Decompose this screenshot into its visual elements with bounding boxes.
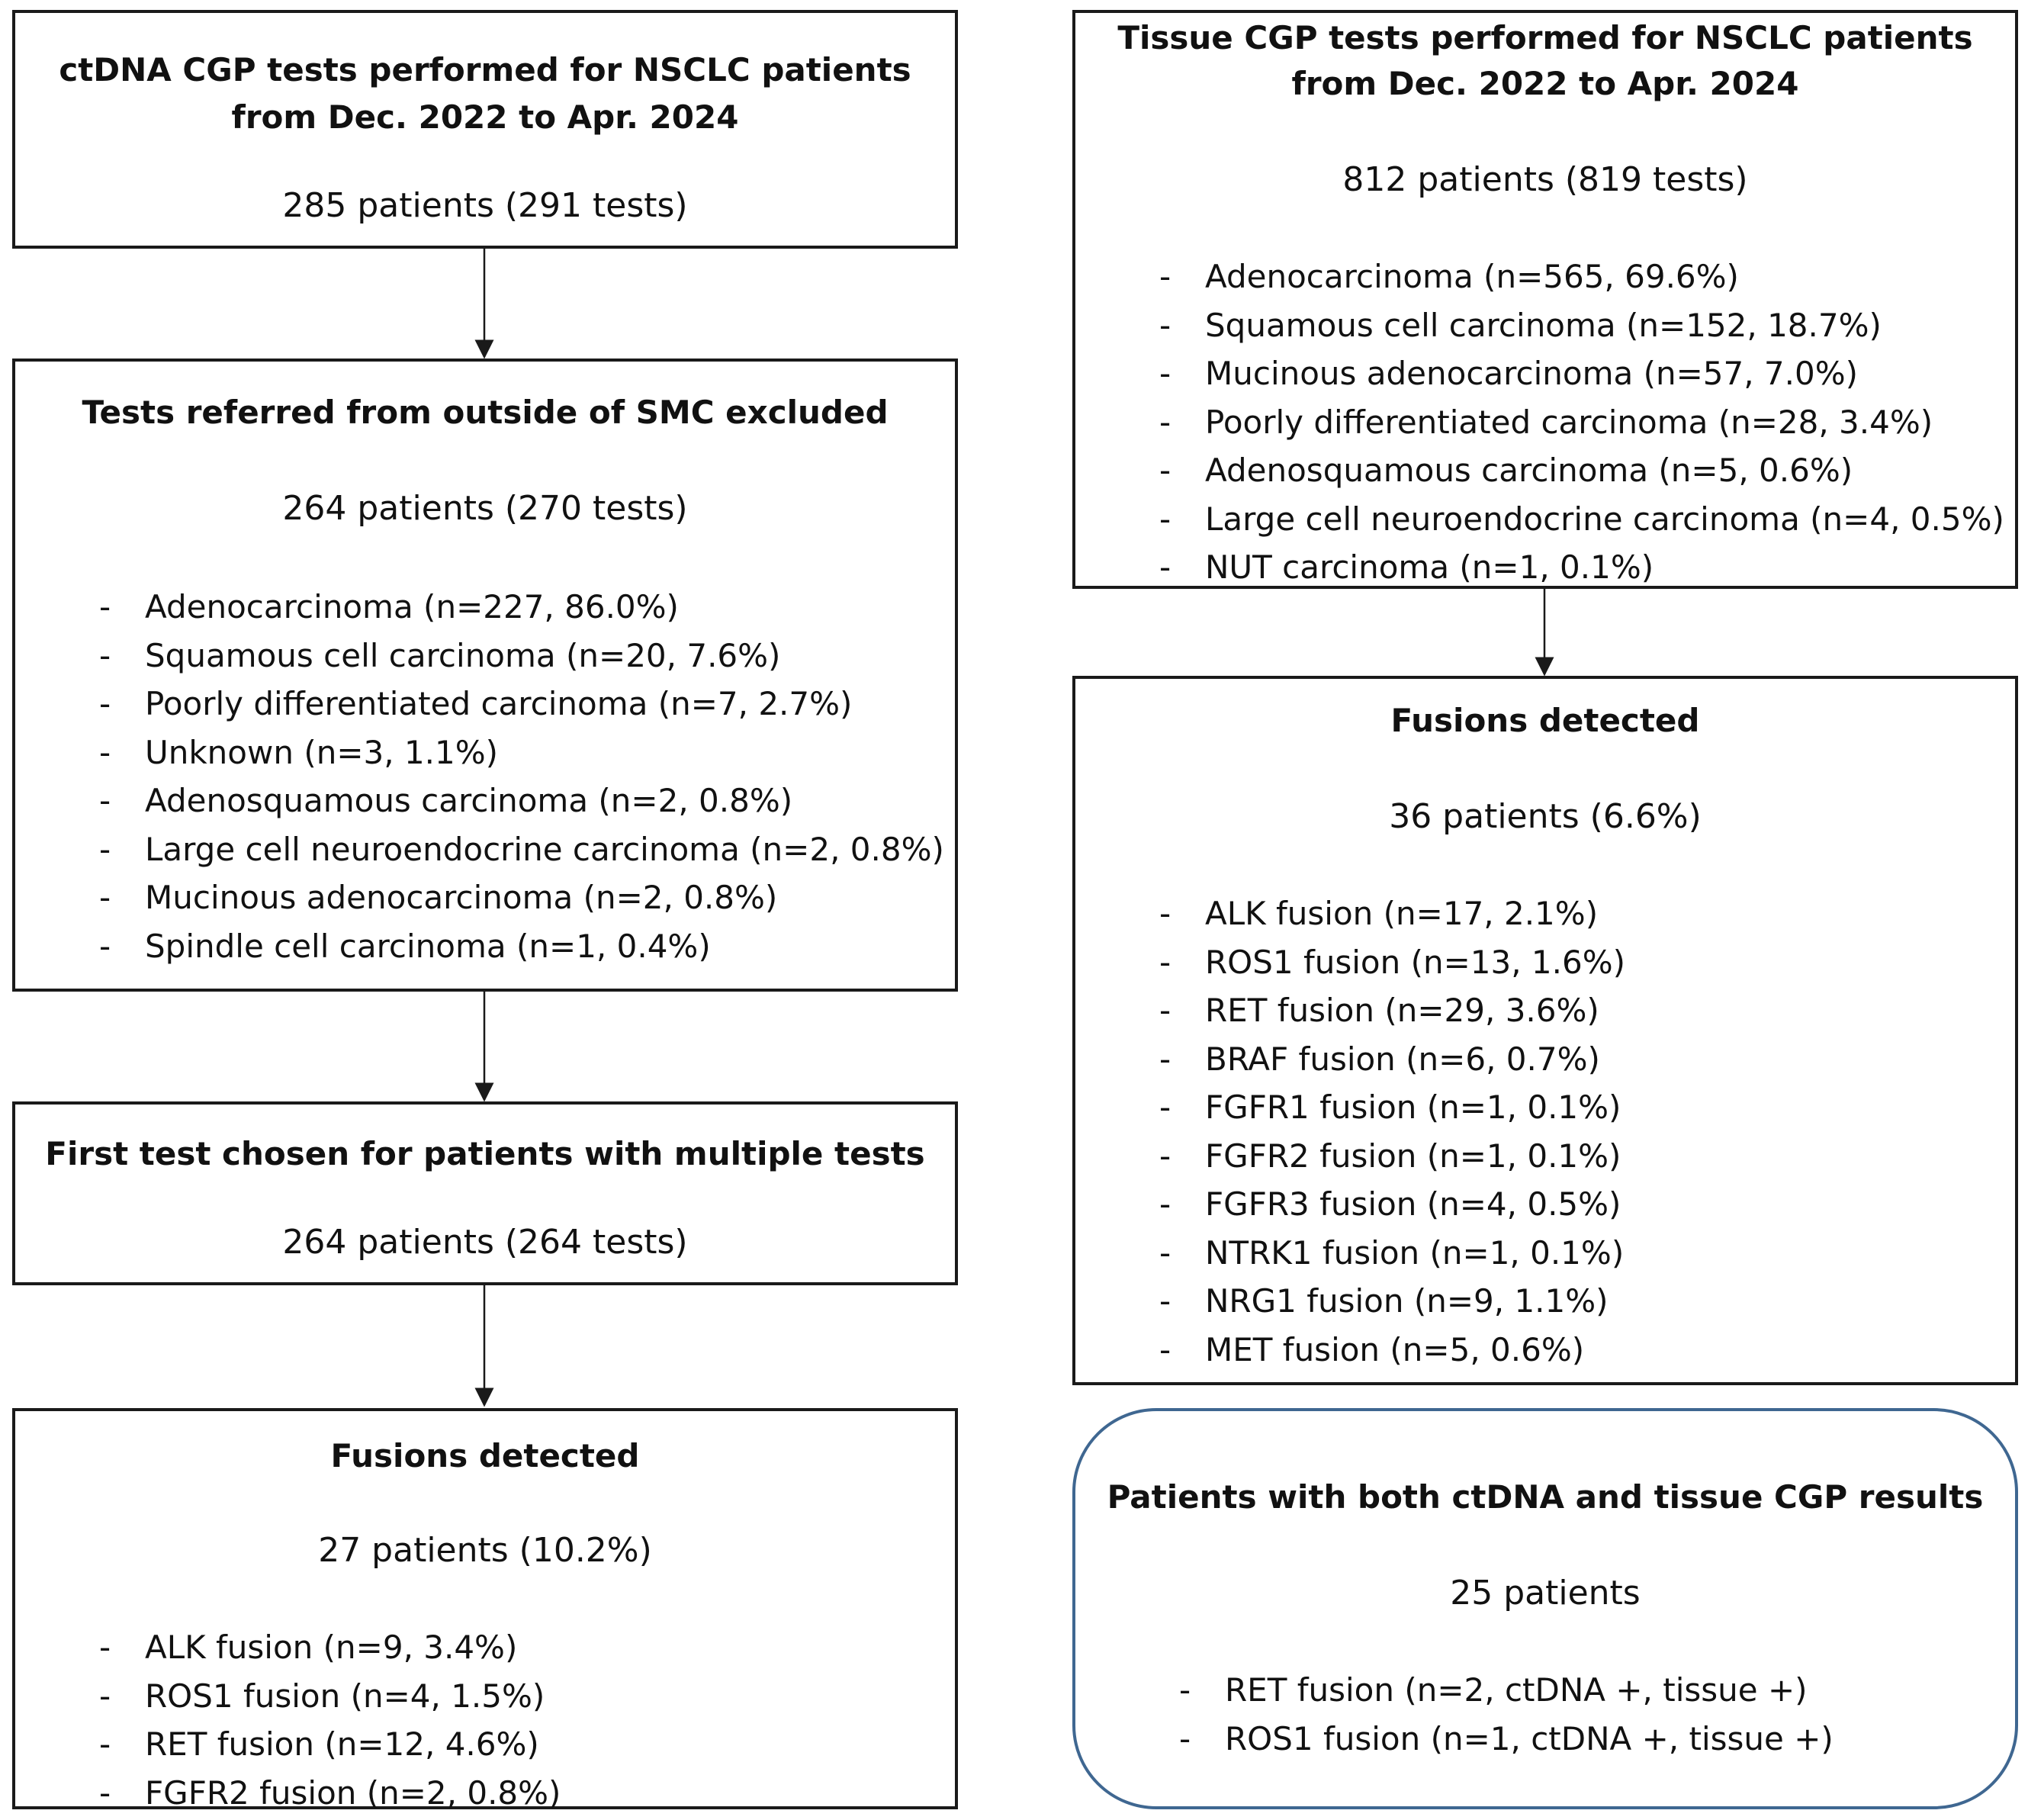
list-item-text: Spindle cell carcinoma (n=1, 0.4%): [145, 927, 711, 965]
list-item-text: RET fusion (n=2, ctDNA +, tissue +): [1225, 1671, 1808, 1709]
bullet-dash: -: [1159, 355, 1171, 392]
ctdna-fusions-count: 27 patients (10.2%): [318, 1531, 652, 1570]
bullet-dash: -: [99, 927, 111, 965]
list-item-text: ALK fusion (n=17, 2.1%): [1205, 895, 1599, 932]
ctdna-fusions-box: Fusions detected 27 patients (10.2%) -AL…: [12, 1408, 958, 1812]
list-item-text: Squamous cell carcinoma (n=20, 7.6%): [145, 636, 781, 674]
list-item-text: FGFR1 fusion (n=1, 0.1%): [1205, 1088, 1621, 1126]
bullet-dash: -: [1159, 1040, 1171, 1078]
list-item-text: Adenocarcinoma (n=227, 86.0%): [145, 588, 679, 625]
list-item-text: Adenosquamous carcinoma (n=5, 0.6%): [1205, 452, 1853, 489]
bullet-dash: -: [1159, 1088, 1171, 1126]
bullet-dash: -: [1159, 895, 1171, 932]
both-results-count: 25 patients: [1450, 1574, 1641, 1613]
bullet-dash: -: [1159, 1233, 1171, 1272]
bullet-dash: -: [99, 879, 111, 916]
bullet-dash: -: [1179, 1719, 1191, 1757]
bullet-dash: -: [1159, 1330, 1171, 1368]
bullet-dash: -: [99, 733, 111, 771]
both-results-box: Patients with both ctDNA and tissue CGP …: [1072, 1408, 2018, 1809]
list-item-text: BRAF fusion (n=6, 0.7%): [1205, 1040, 1600, 1078]
list-item-text: Adenocarcinoma (n=565, 69.6%): [1205, 258, 1739, 295]
bullet-dash: -: [1159, 306, 1171, 344]
ctdna-excluded-box: Tests referred from outside of SMC exclu…: [12, 359, 958, 992]
list-item-text: RET fusion (n=29, 3.6%): [1205, 992, 1599, 1029]
list-item-text: RET fusion (n=12, 4.6%): [145, 1725, 539, 1763]
bullet-dash: -: [99, 1677, 111, 1715]
list-item-text: FGFR2 fusion (n=2, 0.8%): [145, 1773, 561, 1812]
ctdna-tests-box: ctDNA CGP tests performed for NSCLC pati…: [12, 10, 958, 249]
bullet-dash: -: [1159, 992, 1171, 1029]
tissue-fusions-title: Fusions detected: [1390, 702, 1700, 739]
list-item-text: NRG1 fusion (n=9, 1.1%): [1205, 1282, 1609, 1320]
list-item-text: Mucinous adenocarcinoma (n=57, 7.0%): [1205, 355, 1859, 392]
list-item-text: ROS1 fusion (n=13, 1.6%): [1205, 943, 1626, 981]
bullet-dash: -: [99, 1773, 111, 1812]
bullet-dash: -: [99, 830, 111, 868]
bullet-dash: -: [99, 782, 111, 819]
bullet-dash: -: [1159, 500, 1171, 538]
tissue-tests-title-line2: from Dec. 2022 to Apr. 2024: [1291, 65, 1799, 102]
ctdna-tests-count: 285 patients (291 tests): [282, 186, 688, 225]
list-item-text: Adenosquamous carcinoma (n=2, 0.8%): [145, 782, 793, 819]
list-item-text: Squamous cell carcinoma (n=152, 18.7%): [1205, 306, 1882, 344]
list-item-text: Mucinous adenocarcinoma (n=2, 0.8%): [145, 879, 778, 916]
list-item-text: ALK fusion (n=9, 3.4%): [145, 1629, 518, 1666]
tissue-tests-title-line1: Tissue CGP tests performed for NSCLC pat…: [1117, 19, 1973, 56]
list-item-text: Unknown (n=3, 1.1%): [145, 733, 499, 771]
bullet-dash: -: [99, 1629, 111, 1666]
bullet-dash: -: [1179, 1671, 1191, 1709]
bullet-dash: -: [99, 1725, 111, 1763]
list-item-text: NUT carcinoma (n=1, 0.1%): [1205, 548, 1654, 586]
list-item-text: Poorly differentiated carcinoma (n=7, 2.…: [145, 685, 853, 722]
list-item-text: MET fusion (n=5, 0.6%): [1205, 1330, 1585, 1368]
bullet-dash: -: [1159, 258, 1171, 295]
list-item-text: FGFR2 fusion (n=1, 0.1%): [1205, 1137, 1621, 1175]
list-item-text: Large cell neuroendocrine carcinoma (n=4…: [1205, 500, 2004, 538]
tissue-fusions-count: 36 patients (6.6%): [1389, 797, 1702, 836]
list-item-text: NTRK1 fusion (n=1, 0.1%): [1205, 1233, 1625, 1272]
ctdna-tests-title-line2: from Dec. 2022 to Apr. 2024: [231, 98, 739, 136]
bullet-dash: -: [1159, 1282, 1171, 1320]
list-item-text: ROS1 fusion (n=1, ctDNA +, tissue +): [1225, 1719, 1834, 1757]
list-item-text: Large cell neuroendocrine carcinoma (n=2…: [145, 830, 944, 868]
ctdna-tests-title-line1: ctDNA CGP tests performed for NSCLC pati…: [59, 51, 911, 88]
ctdna-excluded-title: Tests referred from outside of SMC exclu…: [82, 394, 889, 431]
tissue-tests-box: Tissue CGP tests performed for NSCLC pat…: [1072, 10, 2018, 589]
ctdna-excluded-count: 264 patients (270 tests): [282, 489, 688, 528]
list-item-text: Poorly differentiated carcinoma (n=28, 3…: [1205, 403, 1933, 441]
bullet-dash: -: [1159, 403, 1171, 441]
bullet-dash: -: [1159, 943, 1171, 981]
both-results-title: Patients with both ctDNA and tissue CGP …: [1107, 1478, 1984, 1516]
bullet-dash: -: [99, 685, 111, 722]
bullet-dash: -: [1159, 1185, 1171, 1223]
bullet-dash: -: [99, 636, 111, 674]
ctdna-first-test-box: First test chosen for patients with mult…: [12, 1101, 958, 1285]
bullet-dash: -: [1159, 548, 1171, 586]
list-item-text: FGFR3 fusion (n=4, 0.5%): [1205, 1185, 1621, 1223]
tissue-tests-count: 812 patients (819 tests): [1342, 160, 1748, 199]
list-item-text: ROS1 fusion (n=4, 1.5%): [145, 1677, 545, 1715]
bullet-dash: -: [1159, 1137, 1171, 1175]
ctdna-fusions-title: Fusions detected: [330, 1437, 640, 1474]
ctdna-first-test-title: First test chosen for patients with mult…: [45, 1135, 925, 1172]
bullet-dash: -: [99, 588, 111, 625]
ctdna-first-test-count: 264 patients (264 tests): [282, 1223, 688, 1262]
tissue-fusions-box: Fusions detected 36 patients (6.6%) -ALK…: [1072, 676, 2018, 1385]
bullet-dash: -: [1159, 452, 1171, 489]
